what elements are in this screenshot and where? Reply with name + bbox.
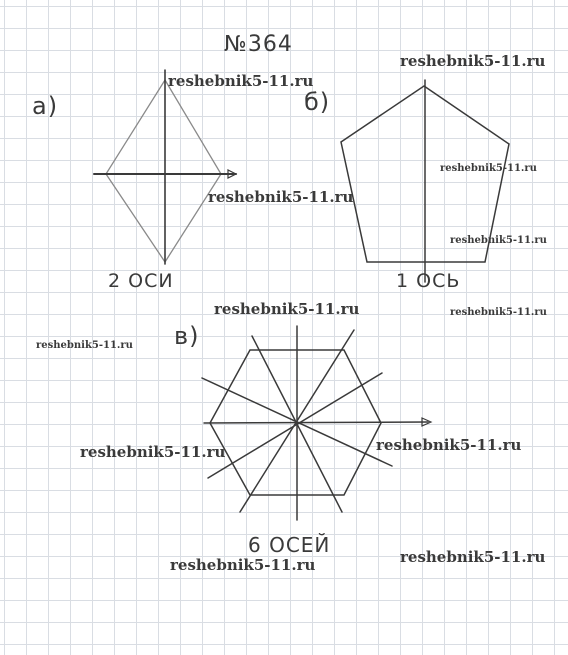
watermark: reshebnik5-11.ru	[80, 443, 226, 461]
part-c-caption: 6 осей	[248, 533, 331, 557]
watermark: reshebnik5-11.ru	[400, 52, 546, 70]
rhombus-outline	[105, 78, 222, 264]
hexagon-axis-diagonal-3	[201, 377, 393, 467]
hexagon-axis-arrowhead	[421, 417, 433, 427]
watermark: reshebnik5-11.ru	[450, 235, 547, 246]
watermark: reshebnik5-11.ru	[208, 188, 354, 206]
watermark: reshebnik5-11.ru	[376, 436, 522, 454]
part-a-caption: 2 оси	[108, 270, 174, 292]
pentagon-figure	[340, 79, 510, 283]
hexagon-axis-diagonal-4	[207, 372, 383, 479]
part-c-label: в)	[174, 322, 200, 350]
problem-number: №364	[224, 32, 293, 57]
watermark: reshebnik5-11.ru	[450, 307, 547, 318]
part-b-label: б)	[304, 88, 331, 116]
watermark: reshebnik5-11.ru	[170, 556, 316, 574]
pentagon-outline	[340, 85, 510, 263]
rhombus-figure	[93, 69, 238, 265]
watermark: reshebnik5-11.ru	[36, 340, 133, 351]
hexagon-axis-diagonal-2	[239, 329, 355, 513]
part-a-label: а)	[32, 92, 59, 120]
watermark: reshebnik5-11.ru	[168, 72, 314, 90]
hexagon-axis-horizontal	[203, 421, 429, 424]
watermark: reshebnik5-11.ru	[400, 548, 546, 566]
part-b-caption: 1 ось	[396, 270, 461, 292]
hexagon-figure	[201, 325, 433, 521]
watermark: reshebnik5-11.ru	[214, 300, 360, 318]
watermark: reshebnik5-11.ru	[440, 163, 537, 174]
rhombus-axis-arrowhead	[227, 169, 238, 179]
